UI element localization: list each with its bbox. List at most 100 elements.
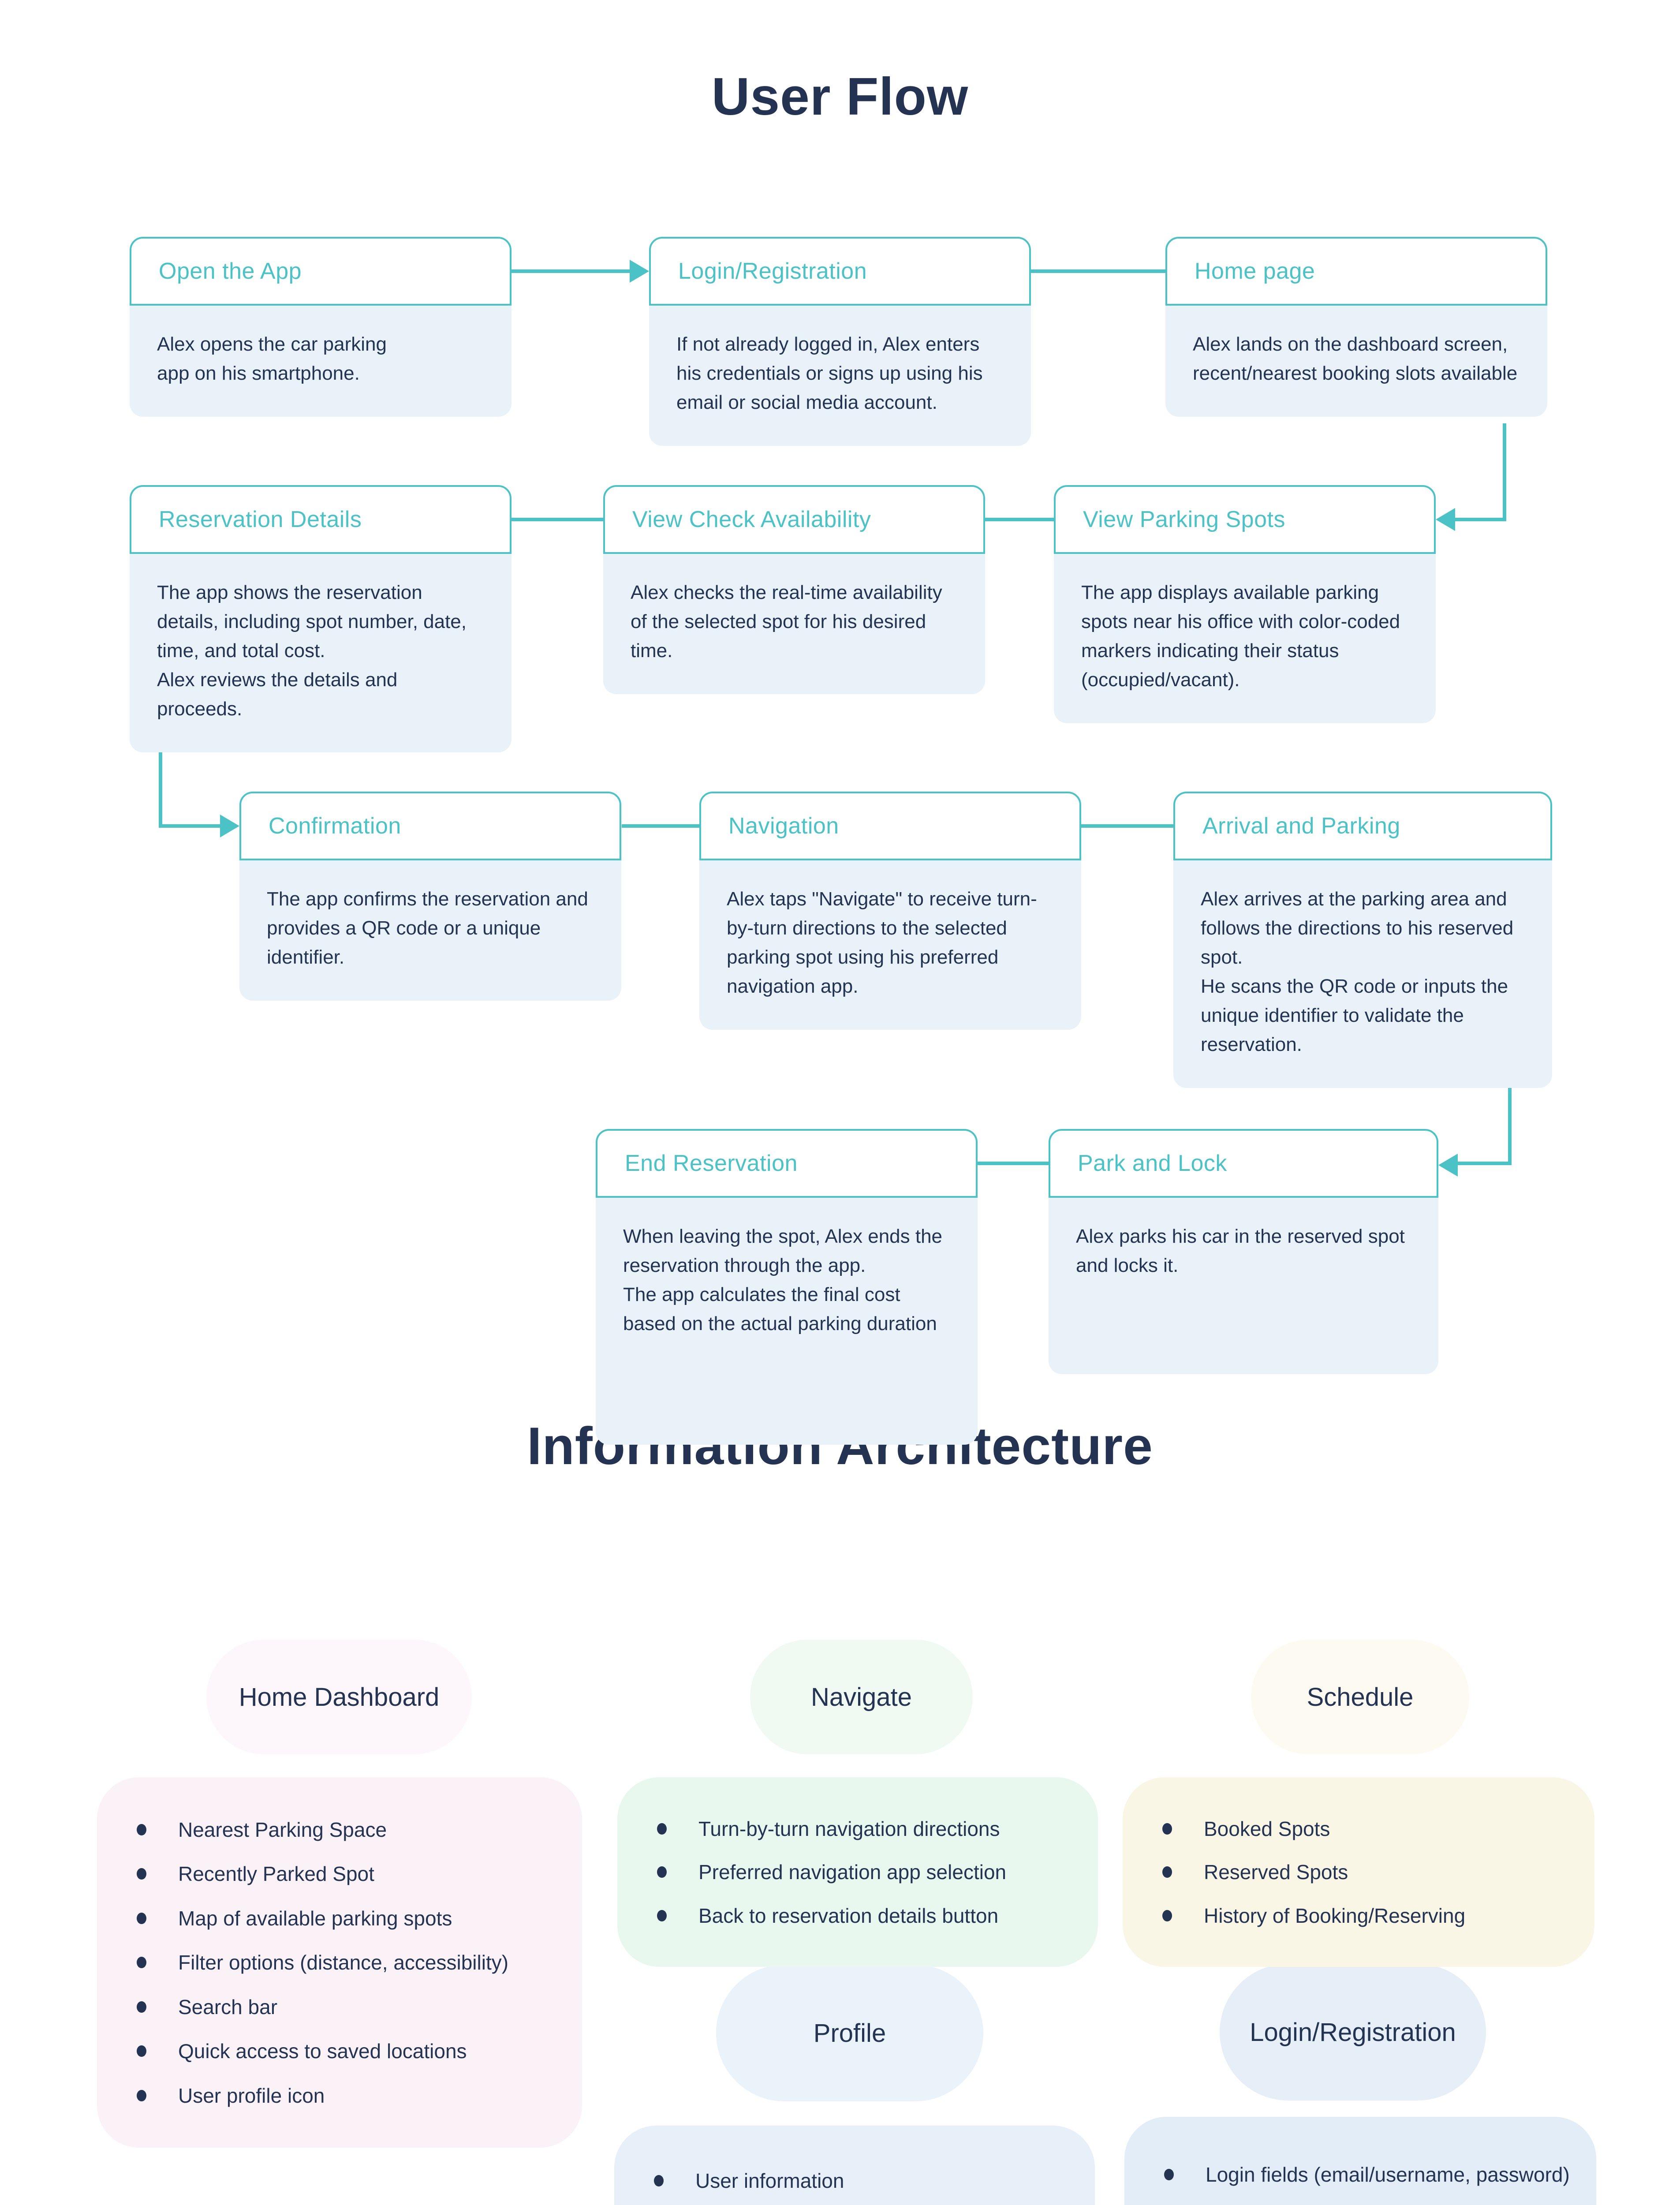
flow-node-header: Home page (1165, 237, 1547, 306)
flow-node-title: End Reservation (625, 1151, 798, 1176)
ia-list-navigate: Turn-by-turn navigation directions Prefe… (617, 1777, 1098, 1967)
ia-list-item: Recently Parked Spot (137, 1862, 560, 1886)
bullet-dot-icon (137, 2045, 146, 2057)
connector-login-to-home (1026, 269, 1165, 273)
flow-node-body: Alex parks his car in the reserved spot … (1049, 1198, 1438, 1374)
ia-list-item: Booked Spots (1162, 1817, 1572, 1841)
ia-list-item: History of Booking/Reserving (1162, 1904, 1572, 1928)
flow-node-header: Park and Lock (1049, 1129, 1438, 1198)
bullet-dot-icon (657, 1910, 667, 1921)
ia-pill-label: Schedule (1307, 1682, 1414, 1712)
flow-node-title: Arrival and Parking (1202, 813, 1400, 839)
ia-list-item: Turn-by-turn navigation directions (657, 1817, 1076, 1841)
connector-open-to-login (511, 269, 631, 273)
bullet-dot-icon (1162, 1910, 1172, 1921)
flow-node-header: Open the App (130, 237, 511, 306)
ia-list-item: Preferred navigation app selection (657, 1860, 1076, 1884)
connector-park-to-end (978, 1162, 1049, 1165)
flow-node-end-reservation: End Reservation When leaving the spot, A… (596, 1129, 978, 1445)
ia-list-item: Quick access to saved locations (137, 2039, 560, 2063)
bullet-dot-icon (654, 2175, 664, 2186)
connector-check-availability-to-reservation-details (511, 518, 603, 521)
flow-node-open-the-app: Open the App Alex opens the car parking … (130, 237, 511, 417)
flow-node-header: Navigation (699, 792, 1081, 860)
flow-node-header: Confirmation (239, 792, 621, 860)
flow-node-title: View Check Availability (632, 507, 871, 532)
flow-node-description: Alex lands on the dashboard screen, rece… (1193, 333, 1518, 384)
flow-node-description: When leaving the spot, Alex ends the res… (623, 1226, 943, 1334)
arrow-right-icon (630, 260, 649, 283)
flow-node-description: The app confirms the reservation and pro… (267, 888, 588, 968)
user-flow-title: User Flow (711, 67, 969, 126)
ia-list-item: User profile icon (137, 2084, 560, 2108)
ia-list-home-dashboard: Nearest Parking Space Recently Parked Sp… (97, 1777, 582, 2148)
flow-node-header: View Parking Spots (1054, 485, 1436, 554)
connector-home-down (1503, 423, 1506, 521)
flow-node-confirmation: Confirmation The app confirms the reserv… (239, 792, 621, 1001)
flow-node-body: Alex lands on the dashboard screen, rece… (1165, 306, 1547, 417)
ia-pill-label: Profile (813, 2018, 886, 2048)
connector-arrival-to-park (1458, 1162, 1512, 1165)
flow-node-header: View Check Availability (603, 485, 985, 554)
bullet-dot-icon (137, 1912, 146, 1924)
ia-list-item: Login fields (email/username, password) (1164, 2163, 1574, 2186)
flow-node-view-parking-spots: View Parking Spots The app displays avai… (1054, 485, 1436, 723)
connector-confirmation-to-navigation (622, 824, 699, 828)
flow-node-body: Alex checks the real-time availability o… (603, 554, 985, 694)
bullet-dot-icon (1162, 1823, 1172, 1835)
flow-node-title: Park and Lock (1078, 1151, 1227, 1176)
ia-pill-home-dashboard: Home Dashboard (206, 1640, 472, 1754)
connector-arrival-down (1508, 1058, 1512, 1165)
flow-node-title: Open the App (159, 258, 302, 284)
arrow-left-icon (1438, 1154, 1458, 1177)
flow-node-park-and-lock: Park and Lock Alex parks his car in the … (1049, 1129, 1438, 1374)
flow-node-body: If not already logged in, Alex enters hi… (649, 306, 1031, 446)
flow-node-header: Arrival and Parking (1173, 792, 1552, 860)
ia-pill-label: Navigate (811, 1682, 912, 1712)
flow-node-title: Reservation Details (159, 507, 362, 532)
connector-reservation-to-confirmation (161, 824, 222, 828)
flow-node-body: The app displays available parking spots… (1054, 554, 1436, 723)
connector-home-to-view-parking (1455, 518, 1506, 521)
ia-list-item: Back to reservation details button (657, 1904, 1076, 1928)
flow-node-home-page: Home page Alex lands on the dashboard sc… (1165, 237, 1547, 417)
flow-node-header: Reservation Details (130, 485, 511, 554)
ia-list-profile: User information Payment methods App set… (614, 2126, 1095, 2205)
flow-node-header: Login/Registration (649, 237, 1031, 306)
flow-node-description: Alex taps "Navigate" to receive turn-by-… (727, 888, 1037, 997)
ia-list-login-registration: Login fields (email/username, password) … (1124, 2117, 1596, 2205)
arrow-left-icon (1436, 508, 1455, 531)
flow-node-header: End Reservation (596, 1129, 978, 1198)
flow-node-body: Alex opens the car parking app on his sm… (130, 306, 511, 417)
flow-node-body: The app shows the reservation details, i… (130, 554, 511, 752)
ia-pill-label: Home Dashboard (239, 1682, 440, 1712)
flow-node-body: Alex arrives at the parking area and fol… (1173, 860, 1552, 1088)
bullet-dot-icon (137, 1957, 146, 1968)
bullet-dot-icon (657, 1866, 667, 1878)
flow-node-title: Login/Registration (678, 258, 867, 284)
bullet-dot-icon (1162, 1866, 1172, 1878)
flow-node-description: Alex checks the real-time availability o… (631, 582, 942, 662)
ia-pill-login-registration: Login/Registration (1220, 1964, 1486, 2100)
bullet-dot-icon (137, 2089, 146, 2101)
ia-pill-profile: Profile (716, 1965, 983, 2101)
ia-list-item: Filter options (distance, accessibility) (137, 1951, 560, 1974)
flow-node-navigation: Navigation Alex taps "Navigate" to recei… (699, 792, 1081, 1030)
flow-node-description: If not already logged in, Alex enters hi… (676, 333, 983, 413)
ia-pill-schedule: Schedule (1251, 1640, 1469, 1754)
flow-node-view-check-availability: View Check Availability Alex checks the … (603, 485, 985, 694)
flow-node-description: The app displays available parking spots… (1081, 582, 1400, 691)
ia-list-schedule: Booked Spots Reserved Spots History of B… (1123, 1777, 1594, 1967)
flow-node-body: The app confirms the reservation and pro… (239, 860, 621, 1001)
ia-list-item: Reserved Spots (1162, 1860, 1572, 1884)
flow-node-title: Confirmation (269, 813, 401, 839)
bullet-dot-icon (137, 1868, 146, 1880)
ia-list-item: Search bar (137, 1995, 560, 2019)
flow-node-title: Navigation (728, 813, 839, 839)
bullet-dot-icon (1164, 2168, 1174, 2180)
ia-list-item: Map of available parking spots (137, 1906, 560, 1930)
flow-node-title: Home page (1195, 258, 1315, 284)
bullet-dot-icon (137, 1824, 146, 1835)
connector-navigation-to-arrival (1081, 824, 1173, 828)
flow-node-body: When leaving the spot, Alex ends the res… (596, 1198, 978, 1445)
